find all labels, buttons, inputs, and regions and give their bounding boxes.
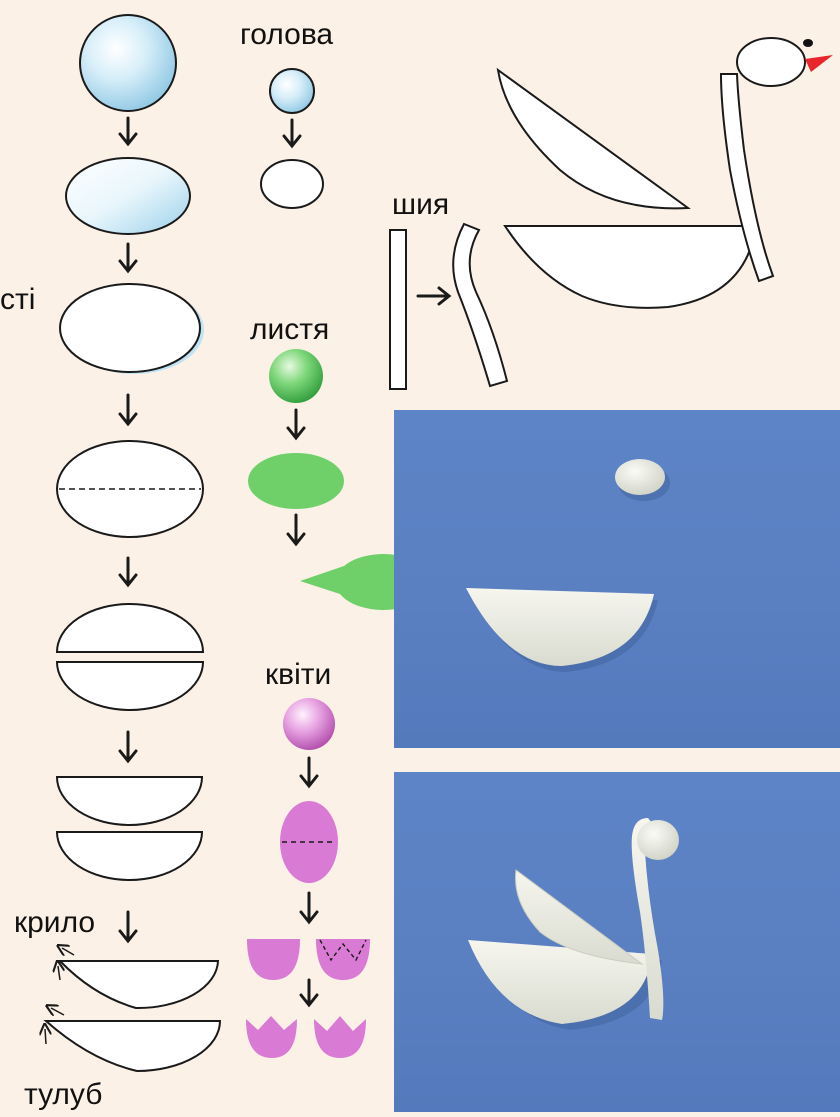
swan-wing	[498, 70, 688, 208]
leaf-ball-sphere	[269, 349, 323, 403]
flower-ball-sphere	[283, 698, 335, 750]
arrow-down-icon	[301, 893, 317, 922]
clay-head	[637, 820, 679, 860]
label-torso: тулуб	[24, 1080, 102, 1110]
arrow-down-icon	[288, 410, 304, 438]
arrow-down-icon	[301, 980, 317, 1005]
arrow-down-icon	[120, 118, 136, 144]
head-ball-sphere	[270, 69, 314, 113]
label-body-partial: сті	[0, 285, 35, 315]
clay-photo-step-2	[394, 772, 840, 1112]
arrow-down-icon	[120, 732, 136, 761]
label-flowers: квіти	[265, 660, 331, 690]
body-split-halves	[57, 604, 203, 710]
arrow-down-icon	[284, 120, 300, 146]
clay-photo-step-1-scene	[394, 410, 840, 748]
swan-eye	[803, 39, 813, 47]
swan-torso	[505, 226, 756, 308]
neck-strip-straight	[390, 230, 406, 389]
clay-head-ball	[615, 459, 665, 495]
arrow-down-icon	[301, 758, 317, 786]
swan-head	[737, 38, 805, 86]
small-arrow-icon	[62, 948, 74, 955]
arrow-right-icon	[418, 288, 449, 304]
small-arrow-icon	[51, 1008, 64, 1015]
flower-egg-cut-line	[280, 801, 338, 883]
body-two-half-discs	[57, 777, 202, 880]
tulip-flowers	[246, 1016, 366, 1058]
leaf-flat-oval	[248, 453, 344, 509]
arrow-down-icon	[120, 244, 136, 271]
arrow-down-icon	[288, 515, 304, 544]
body-pancake-cut-line	[57, 441, 203, 537]
label-wing: крило	[14, 908, 95, 938]
label-neck: шия	[392, 190, 449, 220]
flower-half-pieces	[247, 939, 370, 980]
small-arrow-icon	[45, 1029, 46, 1044]
clay-photo-step-2-scene	[394, 772, 840, 1112]
body-flattened-oval	[66, 158, 190, 234]
clay-photo-step-1	[394, 410, 840, 748]
body-pancake	[60, 284, 204, 374]
arrow-down-icon	[120, 395, 136, 424]
wing-shape	[58, 948, 218, 1008]
torso-shape	[45, 1008, 220, 1071]
label-leaves: листя	[250, 315, 329, 345]
small-arrow-icon	[58, 966, 60, 980]
body-ball-sphere	[80, 15, 176, 111]
arrow-down-icon	[120, 558, 136, 585]
head-oval	[261, 160, 323, 208]
swan-beak	[805, 55, 833, 72]
arrow-down-icon	[120, 912, 136, 941]
neck-strip-curved	[453, 224, 507, 386]
clay-torso-half	[466, 588, 654, 666]
label-head: голова	[240, 20, 333, 50]
